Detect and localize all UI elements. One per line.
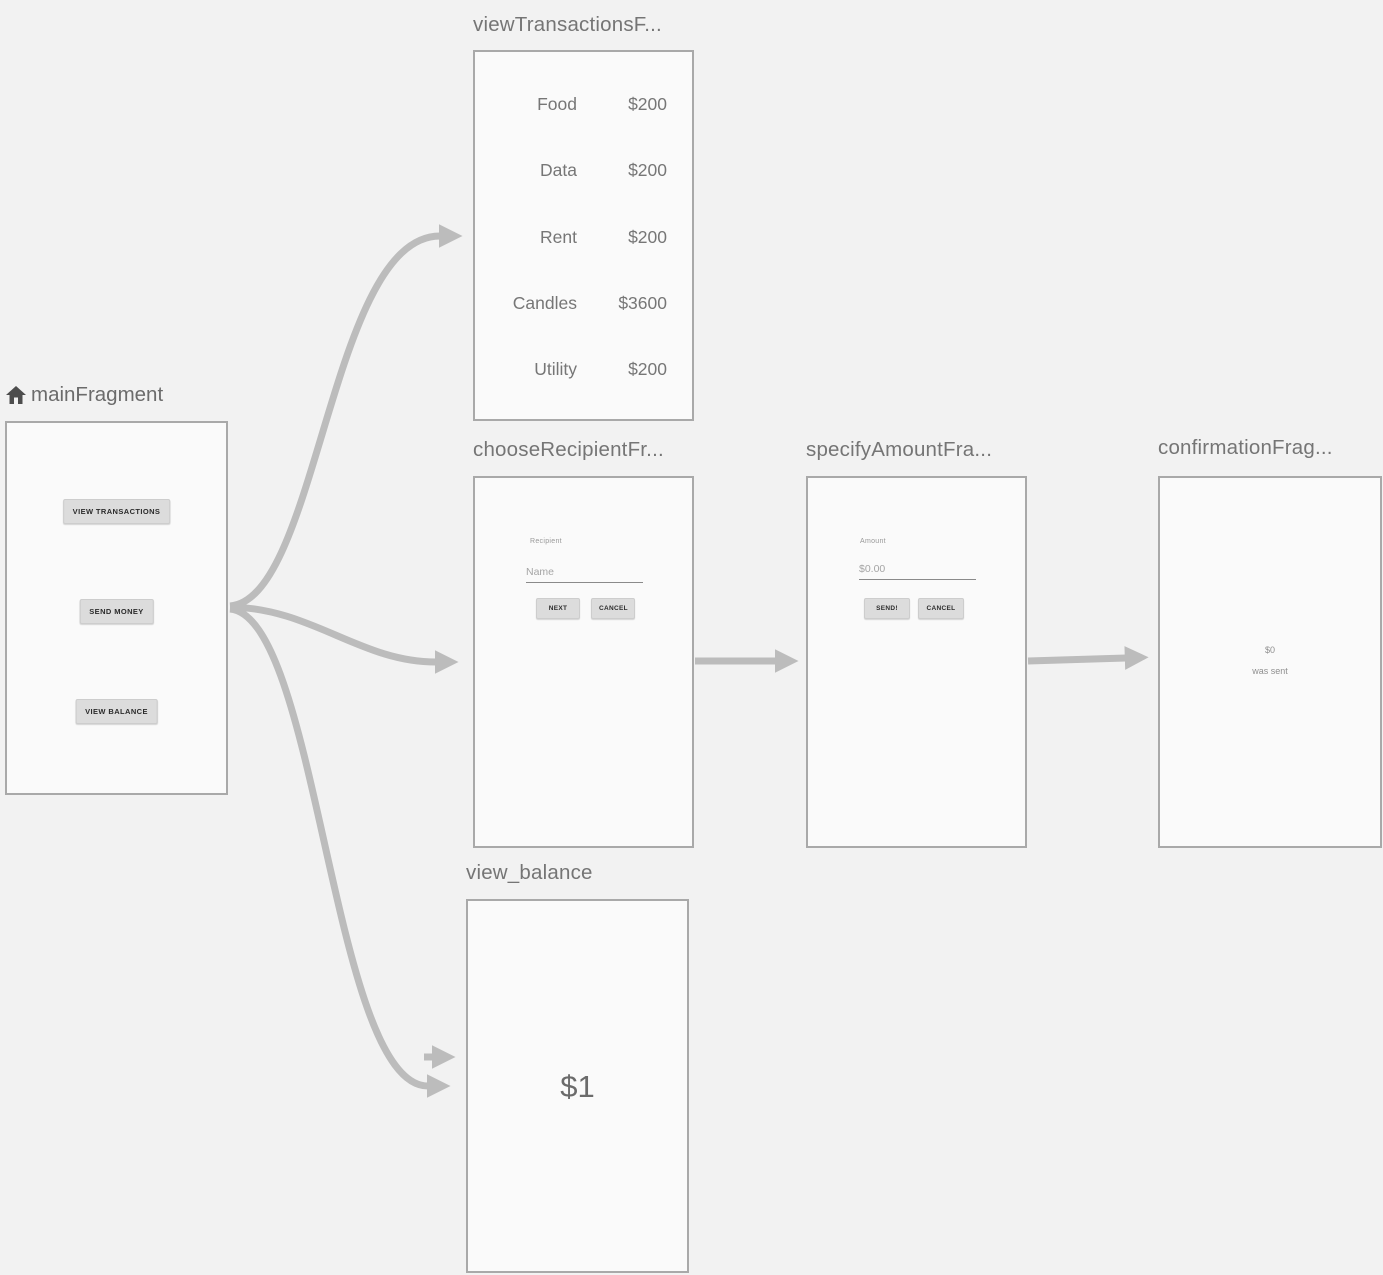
transaction-label: Rent — [540, 227, 577, 247]
specify-amount-fragment-title[interactable]: specifyAmountFra... — [806, 438, 993, 461]
send-money-button: SEND MONEY — [79, 599, 154, 624]
action-arrow-main-to-view-balance[interactable] — [229, 605, 451, 1098]
home-icon — [6, 386, 26, 404]
choose-recipient-fragment-card[interactable]: Recipient Name NEXT CANCEL — [473, 476, 694, 848]
confirmation-fragment-card[interactable]: $0 was sent — [1158, 476, 1382, 848]
transaction-row: Utility $200 — [475, 359, 692, 383]
confirmation-fragment-title[interactable]: confirmationFrag... — [1158, 436, 1333, 459]
transaction-amount: $200 — [628, 94, 667, 114]
transaction-row: Rent $200 — [475, 227, 692, 251]
main-fragment-card[interactable]: VIEW TRANSACTIONS SEND MONEY VIEW BALANC… — [5, 421, 228, 795]
confirmation-message-text: was sent — [1252, 666, 1288, 676]
action-arrow-main-to-choose-recipient[interactable] — [229, 603, 459, 674]
view-transactions-fragment-title[interactable]: viewTransactionsF... — [473, 13, 662, 36]
transaction-amount: $3600 — [618, 293, 667, 313]
transaction-label: Data — [540, 160, 577, 180]
main-fragment-title: mainFragment — [31, 383, 164, 406]
transaction-row: Food $200 — [475, 94, 692, 118]
cancel-button: CANCEL — [918, 598, 964, 619]
transaction-label: Utility — [534, 359, 577, 379]
transaction-amount: $200 — [628, 359, 667, 379]
next-button: NEXT — [536, 598, 580, 619]
transaction-row: Candles $3600 — [475, 293, 692, 317]
main-fragment-header[interactable]: mainFragment — [6, 383, 163, 407]
specify-amount-fragment-card[interactable]: Amount $0.00 SEND! CANCEL — [806, 476, 1027, 848]
amount-input: $0.00 — [859, 563, 976, 580]
balance-amount-text: $1 — [560, 1069, 595, 1104]
recipient-field-label: Recipient — [530, 538, 562, 545]
transaction-label: Candles — [512, 293, 577, 313]
view-balance-fragment-card[interactable]: $1 — [466, 899, 689, 1273]
choose-recipient-fragment-title[interactable]: chooseRecipientFr... — [473, 438, 664, 461]
action-arrow-specify-amount-to-confirmation[interactable] — [1027, 646, 1149, 670]
send-button: SEND! — [864, 598, 910, 619]
transaction-row: Data $200 — [475, 160, 692, 184]
transaction-amount: $200 — [628, 227, 667, 247]
view-balance-button: VIEW BALANCE — [75, 699, 158, 724]
amount-field-label: Amount — [860, 538, 886, 545]
view-balance-fragment-title[interactable]: view_balance — [466, 861, 593, 884]
transaction-label: Food — [537, 94, 577, 114]
view-transactions-fragment-card[interactable]: Food $200 Data $200 Rent $200 Candles $3… — [473, 50, 694, 421]
recipient-name-input: Name — [526, 566, 643, 583]
action-arrow-main-to-view-transactions[interactable] — [229, 224, 463, 610]
transaction-amount: $200 — [628, 160, 667, 180]
view-transactions-button: VIEW TRANSACTIONS — [62, 499, 171, 524]
confirmation-amount-text: $0 — [1264, 645, 1275, 655]
cancel-button: CANCEL — [591, 598, 635, 619]
